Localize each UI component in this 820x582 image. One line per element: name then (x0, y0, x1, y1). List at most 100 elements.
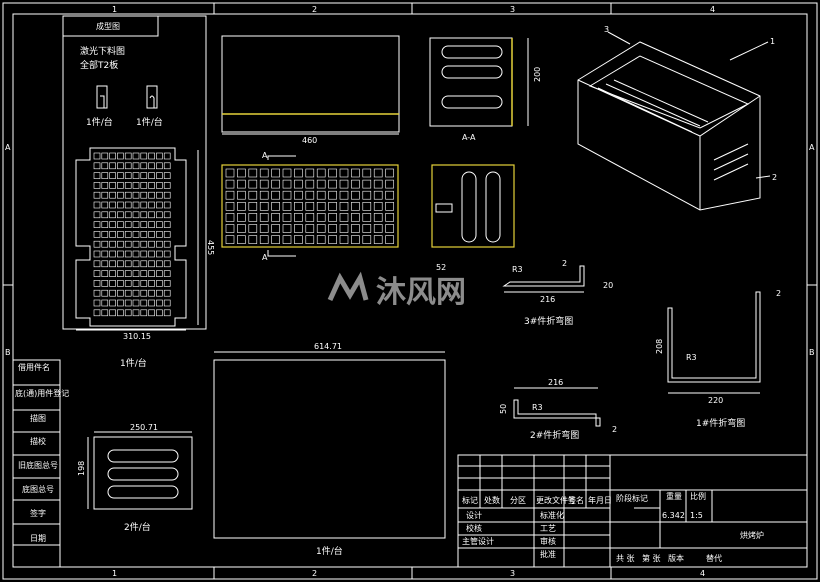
bend2-width: 216 (548, 378, 563, 387)
grid-hole (156, 270, 163, 277)
grid-hole (93, 240, 101, 248)
grid-hole (132, 182, 140, 189)
bend1-top: 2 (776, 289, 781, 298)
isometric-view (577, 31, 771, 211)
grid-hole (156, 260, 163, 268)
grid-hole (140, 152, 148, 160)
grid-hole (101, 240, 109, 248)
grid-hole (294, 179, 303, 189)
grid-hole (339, 202, 349, 211)
zone-left-a: A (5, 143, 11, 152)
grid-hole (351, 179, 360, 189)
grid-hole (101, 182, 109, 189)
bend3-top: 2 (562, 259, 567, 268)
tb-header-6: 年月日 (588, 495, 612, 505)
grid-hole (237, 235, 246, 244)
zone-right-a: A (809, 143, 815, 152)
grid-hole (148, 182, 155, 189)
grid-hole (132, 280, 140, 287)
grid-hole (117, 299, 124, 307)
strip-item-2: 底(通)用件登记 (15, 388, 69, 398)
title-label: 成型图 (96, 21, 120, 31)
grid-hole (93, 211, 101, 219)
grid-hole (93, 289, 101, 297)
grid-hole (124, 299, 132, 307)
grid-hole (248, 190, 258, 200)
grid-hole (156, 152, 163, 160)
zone-top-2: 2 (312, 5, 317, 14)
grid-hole (156, 182, 163, 189)
grid-hole (362, 190, 372, 200)
grid-hole (101, 152, 109, 160)
grid-hole (101, 270, 109, 277)
grid-hole (124, 201, 132, 209)
tb-role2-4: 批准 (540, 549, 556, 559)
grid-hole (132, 211, 140, 219)
big-plate-outline (213, 359, 446, 539)
grid-hole (248, 224, 258, 233)
bend3-profile (502, 265, 585, 287)
strip-item-8: 日期 (30, 534, 46, 543)
grid-hole (140, 280, 148, 287)
grid-hole (117, 172, 124, 179)
grid-hole (124, 211, 132, 219)
zone-top-1: 1 (112, 5, 117, 14)
grid-hole (93, 250, 101, 258)
bend2-left: 50 (499, 404, 508, 414)
grid-hole (148, 221, 155, 228)
grid-hole (124, 250, 132, 258)
grid-hole (248, 235, 258, 244)
grid-hole (163, 162, 171, 170)
grid-hole (362, 179, 372, 189)
zone-bottom-4: 4 (700, 569, 705, 578)
tb-header-4: 更改文件号 (536, 495, 576, 505)
grid-hole (109, 289, 116, 297)
grid-hole (156, 250, 163, 258)
grid-hole (259, 179, 269, 189)
side-section-dim: 52 (436, 263, 446, 272)
strip-item-1: 借用件名 (18, 362, 50, 372)
section-hole-grid (225, 168, 394, 244)
grid-hole (117, 250, 124, 258)
grid-hole (248, 213, 258, 222)
grid-hole (339, 224, 349, 233)
grid-hole (163, 201, 171, 209)
grid-hole (259, 213, 269, 222)
grid-hole (163, 289, 171, 297)
grid-hole (148, 152, 155, 160)
grid-hole (148, 250, 155, 258)
grid-hole (140, 182, 148, 189)
grid-hole (305, 235, 315, 244)
bend1-r: R3 (686, 353, 697, 362)
grid-hole (93, 152, 101, 160)
tb-bottom-3: 版本 (668, 553, 684, 563)
part2-qty: 2件/台 (124, 521, 151, 533)
grid-hole (328, 179, 337, 189)
grid-hole (101, 250, 109, 258)
grid-hole (93, 221, 101, 228)
grid-hole (282, 202, 292, 211)
grid-hole (316, 213, 326, 222)
side-section-slot-2 (485, 171, 501, 243)
grid-hole (373, 168, 383, 178)
tb-header-1: 标记 (462, 495, 478, 505)
grid-hole (225, 190, 235, 200)
zone-bottom-3: 3 (510, 569, 515, 578)
grid-hole (124, 289, 132, 297)
grid-hole (148, 191, 155, 199)
part2-height-dim: 198 (77, 461, 86, 476)
bend1-profile (667, 291, 761, 383)
grid-hole (294, 213, 303, 222)
grid-hole (132, 201, 140, 209)
grid-hole (132, 250, 140, 258)
big-plate-width-dim: 614.71 (314, 342, 342, 351)
side-slot-2 (441, 65, 503, 79)
grid-hole (93, 191, 101, 199)
part1-outline (75, 147, 187, 327)
grid-hole (294, 235, 303, 244)
side-section-view (431, 164, 515, 248)
small-part-a (96, 85, 108, 109)
grid-hole (156, 231, 163, 238)
grid-hole (109, 250, 116, 258)
grid-hole (373, 235, 383, 244)
